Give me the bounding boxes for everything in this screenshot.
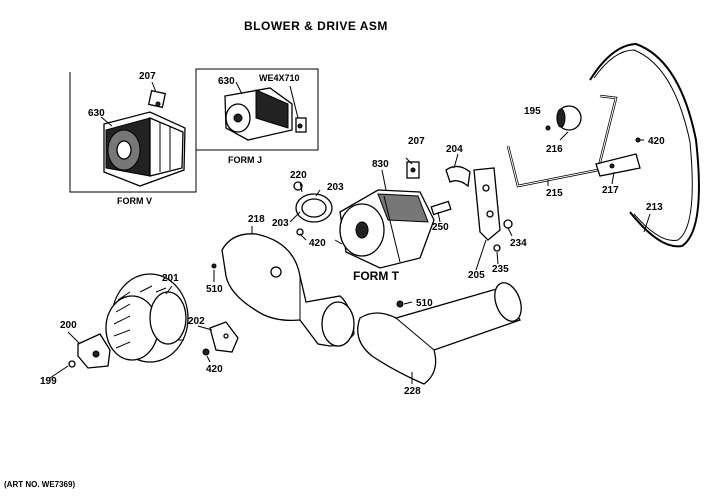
- motor-form-t: [334, 189, 452, 269]
- label-215: 215: [546, 188, 563, 199]
- ring-203: [295, 193, 333, 223]
- label-195: 195: [524, 106, 541, 117]
- screw-510-left: [211, 263, 217, 269]
- label-250: 250: [432, 222, 449, 233]
- screw-420-bottom: [202, 348, 210, 356]
- knob-216: [556, 105, 582, 131]
- label-form-t: FORM T: [353, 269, 400, 283]
- label-form-j: FORM J: [228, 155, 262, 165]
- duct-228: [357, 282, 522, 385]
- bracket-205: [473, 167, 501, 241]
- label-630-j: 630: [218, 76, 235, 87]
- form-j-box: [195, 68, 319, 151]
- label-420-right: 420: [648, 136, 665, 147]
- label-216: 216: [546, 144, 563, 155]
- screw-235: [493, 244, 501, 252]
- bracket-204: [445, 165, 471, 188]
- label-630-v: 630: [88, 108, 105, 119]
- label-420-mid: 420: [309, 238, 326, 249]
- label-we4x710: WE4X710: [259, 73, 300, 83]
- label-235: 235: [492, 264, 509, 275]
- part-we4x710: [289, 85, 307, 133]
- label-234: 234: [510, 238, 527, 249]
- screw-199: [68, 360, 76, 368]
- screw-234: [503, 219, 513, 229]
- bracket-202: [209, 321, 239, 353]
- label-213: 213: [646, 202, 663, 213]
- screw-195: [545, 125, 551, 131]
- label-830: 830: [372, 159, 389, 170]
- switch-207-t: [406, 161, 420, 179]
- label-420-bottom: 420: [206, 364, 223, 375]
- label-220: 220: [290, 170, 307, 181]
- switch-207-v: [147, 81, 167, 109]
- art-number: (ART NO. WE7369): [4, 480, 75, 489]
- motor-form-v: [103, 111, 186, 187]
- label-200: 200: [60, 320, 77, 331]
- label-217: 217: [602, 185, 619, 196]
- blower-wheel-201: [105, 273, 189, 363]
- bracket-217: [595, 153, 641, 177]
- label-203-left: 203: [272, 218, 289, 229]
- label-203-top: 203: [327, 182, 344, 193]
- screw-420-right: [635, 137, 641, 143]
- label-199: 199: [40, 376, 57, 387]
- belt-213: [589, 42, 700, 248]
- diagram-title: BLOWER & DRIVE ASM: [244, 19, 388, 33]
- screw-510-right: [396, 300, 404, 308]
- label-510-right: 510: [416, 298, 433, 309]
- label-207-t: 207: [408, 136, 425, 147]
- label-228: 228: [404, 386, 421, 397]
- label-202: 202: [188, 316, 205, 327]
- label-207-v: 207: [139, 71, 156, 82]
- bracket-200: [77, 333, 111, 369]
- label-form-v: FORM V: [117, 196, 152, 206]
- label-510-left: 510: [206, 284, 223, 295]
- screw-420-mid: [296, 228, 304, 236]
- form-v-box: [69, 72, 197, 193]
- label-218: 218: [248, 214, 265, 225]
- motor-form-j: [224, 87, 293, 141]
- label-204: 204: [446, 144, 463, 155]
- label-201: 201: [162, 273, 179, 284]
- label-205: 205: [468, 270, 485, 281]
- blower-housing-218: [221, 233, 355, 347]
